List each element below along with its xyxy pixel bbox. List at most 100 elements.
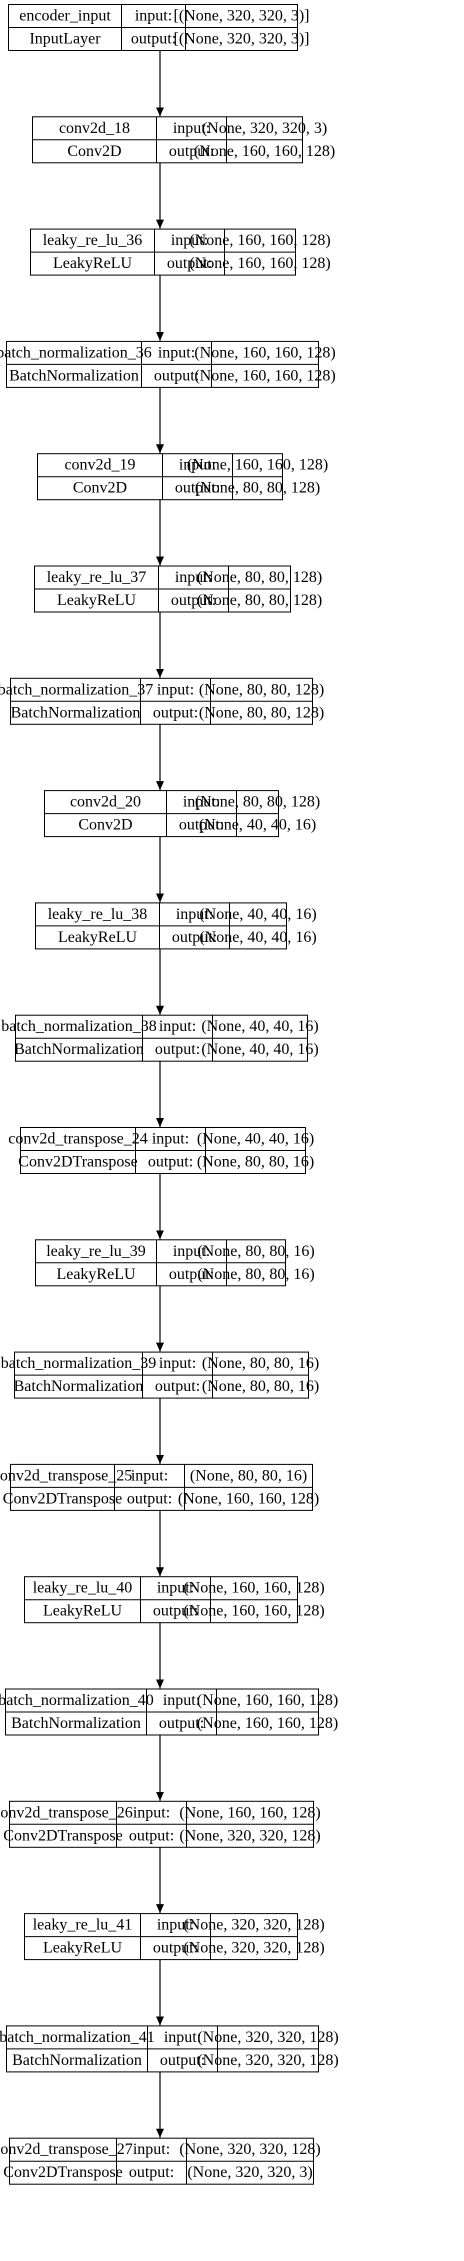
layer-node-leaky_re_lu_39: leaky_re_lu_39LeakyReLUinput:output:(Non… — [35, 1239, 315, 1287]
input-shape: (None, 160, 160, 128) — [194, 344, 335, 361]
layer-node-leaky_re_lu_40: leaky_re_lu_40LeakyReLUinput:output:(Non… — [24, 1576, 325, 1624]
output-shape: (None, 160, 160, 128) — [197, 1715, 338, 1732]
output-label: output: — [175, 480, 220, 497]
layer-name: conv2d_transpose_27 — [0, 2141, 133, 2158]
layer-type: Conv2D — [73, 480, 127, 497]
input-shape: (None, 40, 40, 16) — [197, 1131, 314, 1148]
output-label: output: — [159, 1715, 204, 1732]
layer-type: LeakyReLU — [53, 255, 133, 272]
input-shape: (None, 80, 80, 16) — [197, 1243, 314, 1260]
output-label: output: — [167, 255, 212, 272]
layer-type: Conv2DTranspose — [3, 2164, 122, 2181]
layer-name: batch_normalization_36 — [0, 344, 152, 361]
layer-name: conv2d_transpose_24 — [8, 1131, 148, 1148]
layer-node-batch_normalization_38: batch_normalization_38BatchNormalization… — [1, 1014, 319, 1062]
output-label: output: — [153, 1940, 198, 1957]
output-label: output: — [169, 1266, 214, 1283]
input-shape: [(None, 320, 320, 3)] — [174, 8, 310, 25]
layer-name: batch_normalization_39 — [1, 1355, 157, 1372]
output-label: output: — [153, 1603, 198, 1620]
output-label: output: — [155, 1378, 200, 1395]
layer-name: conv2d_transpose_25 — [0, 1467, 132, 1484]
output-label: output: — [171, 592, 216, 609]
output-shape: (None, 320, 320, 128) — [183, 1940, 324, 1957]
output-shape: (None, 80, 80, 128) — [195, 480, 320, 497]
layer-node-batch_normalization_37: batch_normalization_37BatchNormalization… — [0, 677, 324, 725]
layer-type: BatchNormalization — [12, 2052, 142, 2069]
input-shape: (None, 320, 320, 128) — [183, 1917, 324, 1934]
input-label: input: — [157, 681, 194, 698]
layer-node-batch_normalization_36: batch_normalization_36BatchNormalization… — [0, 340, 336, 388]
input-shape: (None, 80, 80, 128) — [197, 569, 322, 586]
output-shape: (None, 320, 320, 128) — [197, 2052, 338, 2069]
output-shape: (None, 160, 160, 128) — [178, 1490, 319, 1507]
output-shape: (None, 160, 160, 128) — [194, 143, 335, 160]
input-label: input: — [159, 1018, 196, 1035]
layer-name: batch_normalization_37 — [0, 681, 153, 698]
output-label: output: — [169, 143, 214, 160]
input-label: input: — [157, 1580, 194, 1597]
input-shape: (None, 160, 160, 128) — [187, 457, 328, 474]
layer-name: conv2d_19 — [64, 457, 135, 474]
layer-type: BatchNormalization — [11, 1715, 141, 1732]
layer-name: conv2d_transpose_26 — [0, 1804, 133, 1821]
input-shape: (None, 80, 80, 128) — [195, 794, 320, 811]
layer-name: encoder_input — [19, 8, 111, 25]
layer-type: InputLayer — [29, 31, 101, 48]
input-label: input: — [135, 8, 172, 25]
layer-node-conv2d_transpose_26: conv2d_transpose_26Conv2DTransposeinput:… — [0, 1800, 321, 1848]
output-label: output: — [131, 31, 176, 48]
layer-type: BatchNormalization — [14, 1378, 144, 1395]
input-label: input: — [131, 1467, 168, 1484]
output-label: output: — [154, 367, 199, 384]
layer-type: Conv2DTranspose — [3, 1490, 122, 1507]
output-shape: (None, 320, 320, 128) — [179, 1827, 320, 1844]
layer-name: leaky_re_lu_37 — [47, 569, 147, 586]
layer-name: batch_normalization_38 — [1, 1018, 157, 1035]
output-shape: (None, 80, 80, 16) — [202, 1378, 319, 1395]
layer-name: conv2d_20 — [70, 794, 141, 811]
output-shape: (None, 80, 80, 128) — [199, 704, 324, 721]
layer-type: Conv2DTranspose — [18, 1154, 137, 1171]
layer-name: leaky_re_lu_41 — [33, 1917, 133, 1934]
layer-node-leaky_re_lu_36: leaky_re_lu_36LeakyReLUinput:output:(Non… — [30, 228, 331, 276]
output-label: output: — [129, 1827, 174, 1844]
input-shape: (None, 320, 320, 128) — [179, 2141, 320, 2158]
input-shape: (None, 40, 40, 16) — [201, 1018, 318, 1035]
input-label: input: — [183, 794, 220, 811]
input-label: input: — [152, 1131, 189, 1148]
input-label: input: — [164, 2029, 201, 2046]
layer-node-leaky_re_lu_38: leaky_re_lu_38LeakyReLUinput:output:(Non… — [35, 902, 317, 950]
input-label: input: — [133, 2141, 170, 2158]
layer-node-batch_normalization_39: batch_normalization_39BatchNormalization… — [1, 1351, 319, 1399]
input-label: input: — [175, 569, 212, 586]
layer-name: leaky_re_lu_38 — [48, 906, 148, 923]
output-shape: (None, 80, 80, 16) — [197, 1154, 314, 1171]
output-shape: (None, 160, 160, 128) — [194, 367, 335, 384]
output-shape: (None, 160, 160, 128) — [189, 255, 330, 272]
layer-type: Conv2D — [67, 143, 121, 160]
layer-type: BatchNormalization — [9, 367, 139, 384]
input-label: input: — [159, 1355, 196, 1372]
output-label: output: — [172, 929, 217, 946]
layer-name: leaky_re_lu_40 — [33, 1580, 133, 1597]
layer-name: batch_normalization_40 — [0, 1692, 154, 1709]
layer-type: LeakyReLU — [56, 1266, 136, 1283]
input-shape: (None, 160, 160, 128) — [197, 1692, 338, 1709]
layer-node-leaky_re_lu_41: leaky_re_lu_41LeakyReLUinput:output:(Non… — [24, 1913, 325, 1961]
output-shape: (None, 80, 80, 128) — [197, 592, 322, 609]
output-shape: (None, 80, 80, 16) — [197, 1266, 314, 1283]
output-label: output: — [160, 2052, 205, 2069]
input-shape: (None, 160, 160, 128) — [189, 232, 330, 249]
layer-type: LeakyReLU — [43, 1603, 123, 1620]
output-label: output: — [155, 1041, 200, 1058]
layer-node-leaky_re_lu_37: leaky_re_lu_37LeakyReLUinput:output:(Non… — [34, 565, 322, 613]
layer-type: LeakyReLU — [43, 1940, 123, 1957]
layer-type: BatchNormalization — [11, 704, 141, 721]
